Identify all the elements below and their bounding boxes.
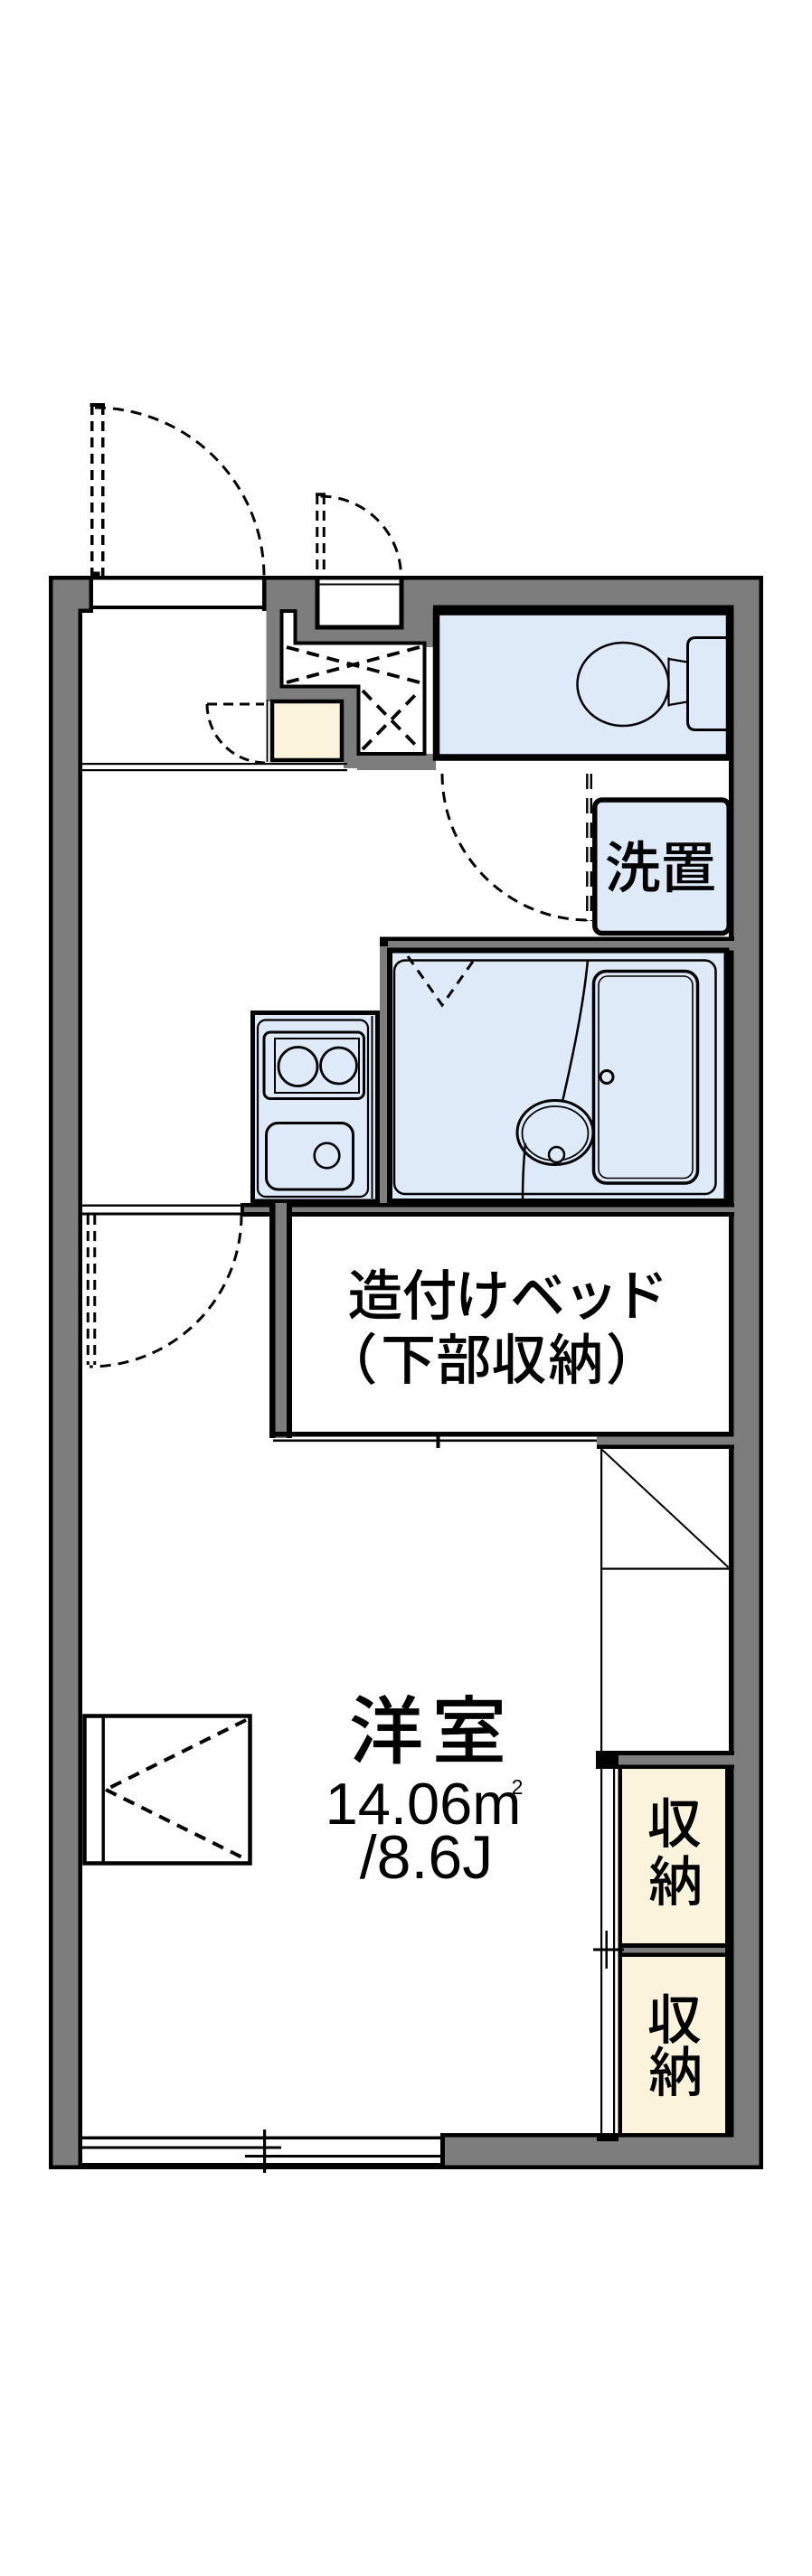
svg-text:2: 2 [512,1775,524,1799]
svg-text:14.06m: 14.06m [326,1771,522,1837]
svg-text:/8.6J: /8.6J [360,1823,493,1892]
